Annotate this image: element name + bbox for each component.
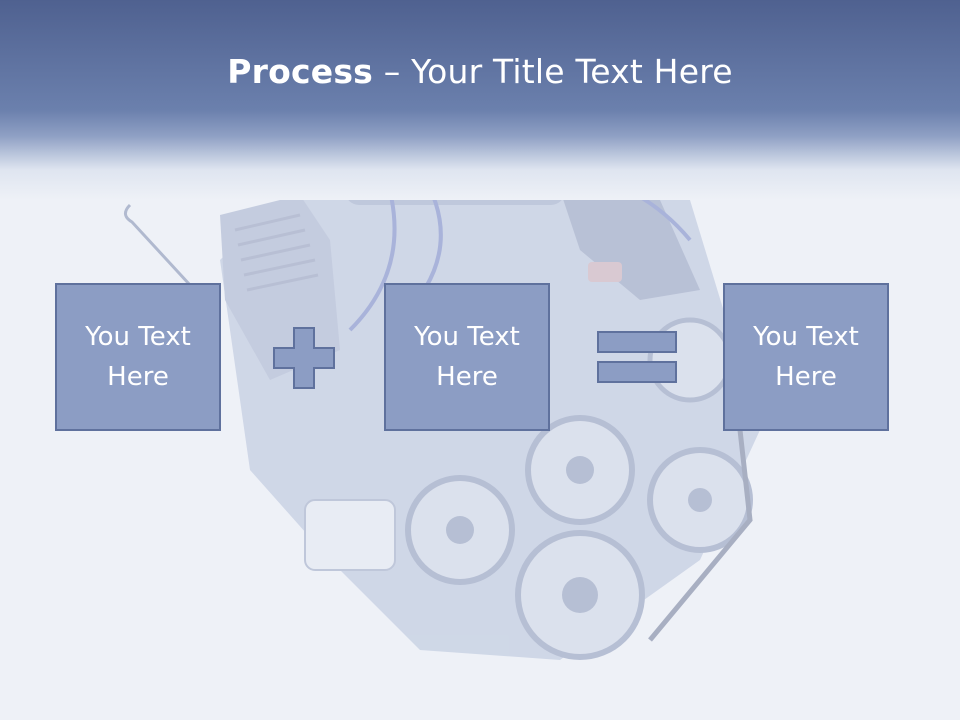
- process-box-2-text: You Text Here: [414, 322, 520, 392]
- process-box-1[interactable]: You Text Here: [55, 283, 221, 431]
- plus-icon: [273, 327, 335, 389]
- title-rest-text: – Your Title Text Here: [373, 52, 733, 91]
- slide-title[interactable]: Process – Your Title Text Here: [0, 52, 960, 91]
- process-box-3-text: You Text Here: [753, 322, 859, 392]
- process-box-2[interactable]: You Text Here: [384, 283, 550, 431]
- equals-icon: [597, 331, 677, 383]
- process-box-3[interactable]: You Text Here: [723, 283, 889, 431]
- process-box-1-text: You Text Here: [85, 322, 191, 392]
- title-bold-text: Process: [227, 52, 374, 91]
- title-bar: [0, 0, 960, 200]
